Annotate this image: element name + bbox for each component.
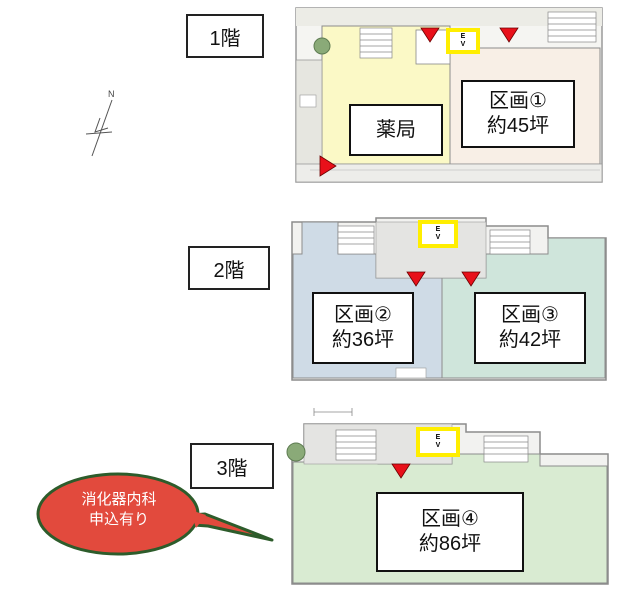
- floor-label-3f: 3階: [190, 443, 274, 489]
- ev-1f-line2: V: [460, 41, 466, 48]
- elevator-3f: E V: [416, 427, 460, 457]
- ev-3f-line2: V: [435, 442, 441, 449]
- entrance-marker-1f-side: [319, 155, 337, 177]
- entrance-marker-1f-ev: [420, 27, 440, 43]
- ev-2f-line1: E: [435, 226, 441, 234]
- entrance-marker-2f-unit3: [461, 271, 481, 287]
- floor-label-1f: 1階: [186, 14, 264, 58]
- entrance-markers: [319, 27, 519, 479]
- ev-1f-line1: E: [460, 33, 466, 41]
- unit-2-name: 区画②: [334, 304, 392, 326]
- callout-line-1: 消化器内科: [81, 491, 157, 508]
- unit-2-box: 区画② 約36坪: [312, 292, 414, 364]
- ev-2f-line2: V: [435, 234, 441, 241]
- unit-1-box: 区画① 約45坪: [461, 80, 575, 148]
- compass-north-letter: N: [108, 89, 115, 99]
- entrance-marker-3f-unit4: [391, 463, 411, 479]
- pharmacy-label-box: 薬局: [349, 104, 443, 156]
- pharmacy-name: 薬局: [376, 118, 416, 141]
- north-compass-icon: [85, 99, 113, 157]
- unit-2-area: 約36坪: [331, 329, 395, 351]
- entrance-marker-1f-right: [499, 27, 519, 43]
- entrance-marker-2f-unit2: [406, 271, 426, 287]
- unit-4-area: 約86坪: [418, 533, 482, 555]
- callout-bubble: [36, 472, 274, 556]
- unit-1-area: 約45坪: [486, 115, 550, 137]
- unit-1-name: 区画①: [489, 90, 547, 112]
- unit-3-name: 区画③: [501, 304, 559, 326]
- callout-text: 消化器内科 申込有り: [48, 490, 190, 531]
- unit-3-box: 区画③ 約42坪: [474, 292, 586, 364]
- elevator-2f: E V: [418, 220, 458, 248]
- callout-line-2: 申込有り: [88, 511, 149, 529]
- unit-4-box: 区画④ 約86坪: [376, 492, 524, 572]
- unit-3-area: 約42坪: [498, 329, 562, 351]
- ev-3f-line1: E: [435, 434, 441, 442]
- unit-4-name: 区画④: [421, 508, 479, 530]
- floor-label-2f: 2階: [188, 246, 270, 290]
- elevator-1f: E V: [446, 28, 480, 54]
